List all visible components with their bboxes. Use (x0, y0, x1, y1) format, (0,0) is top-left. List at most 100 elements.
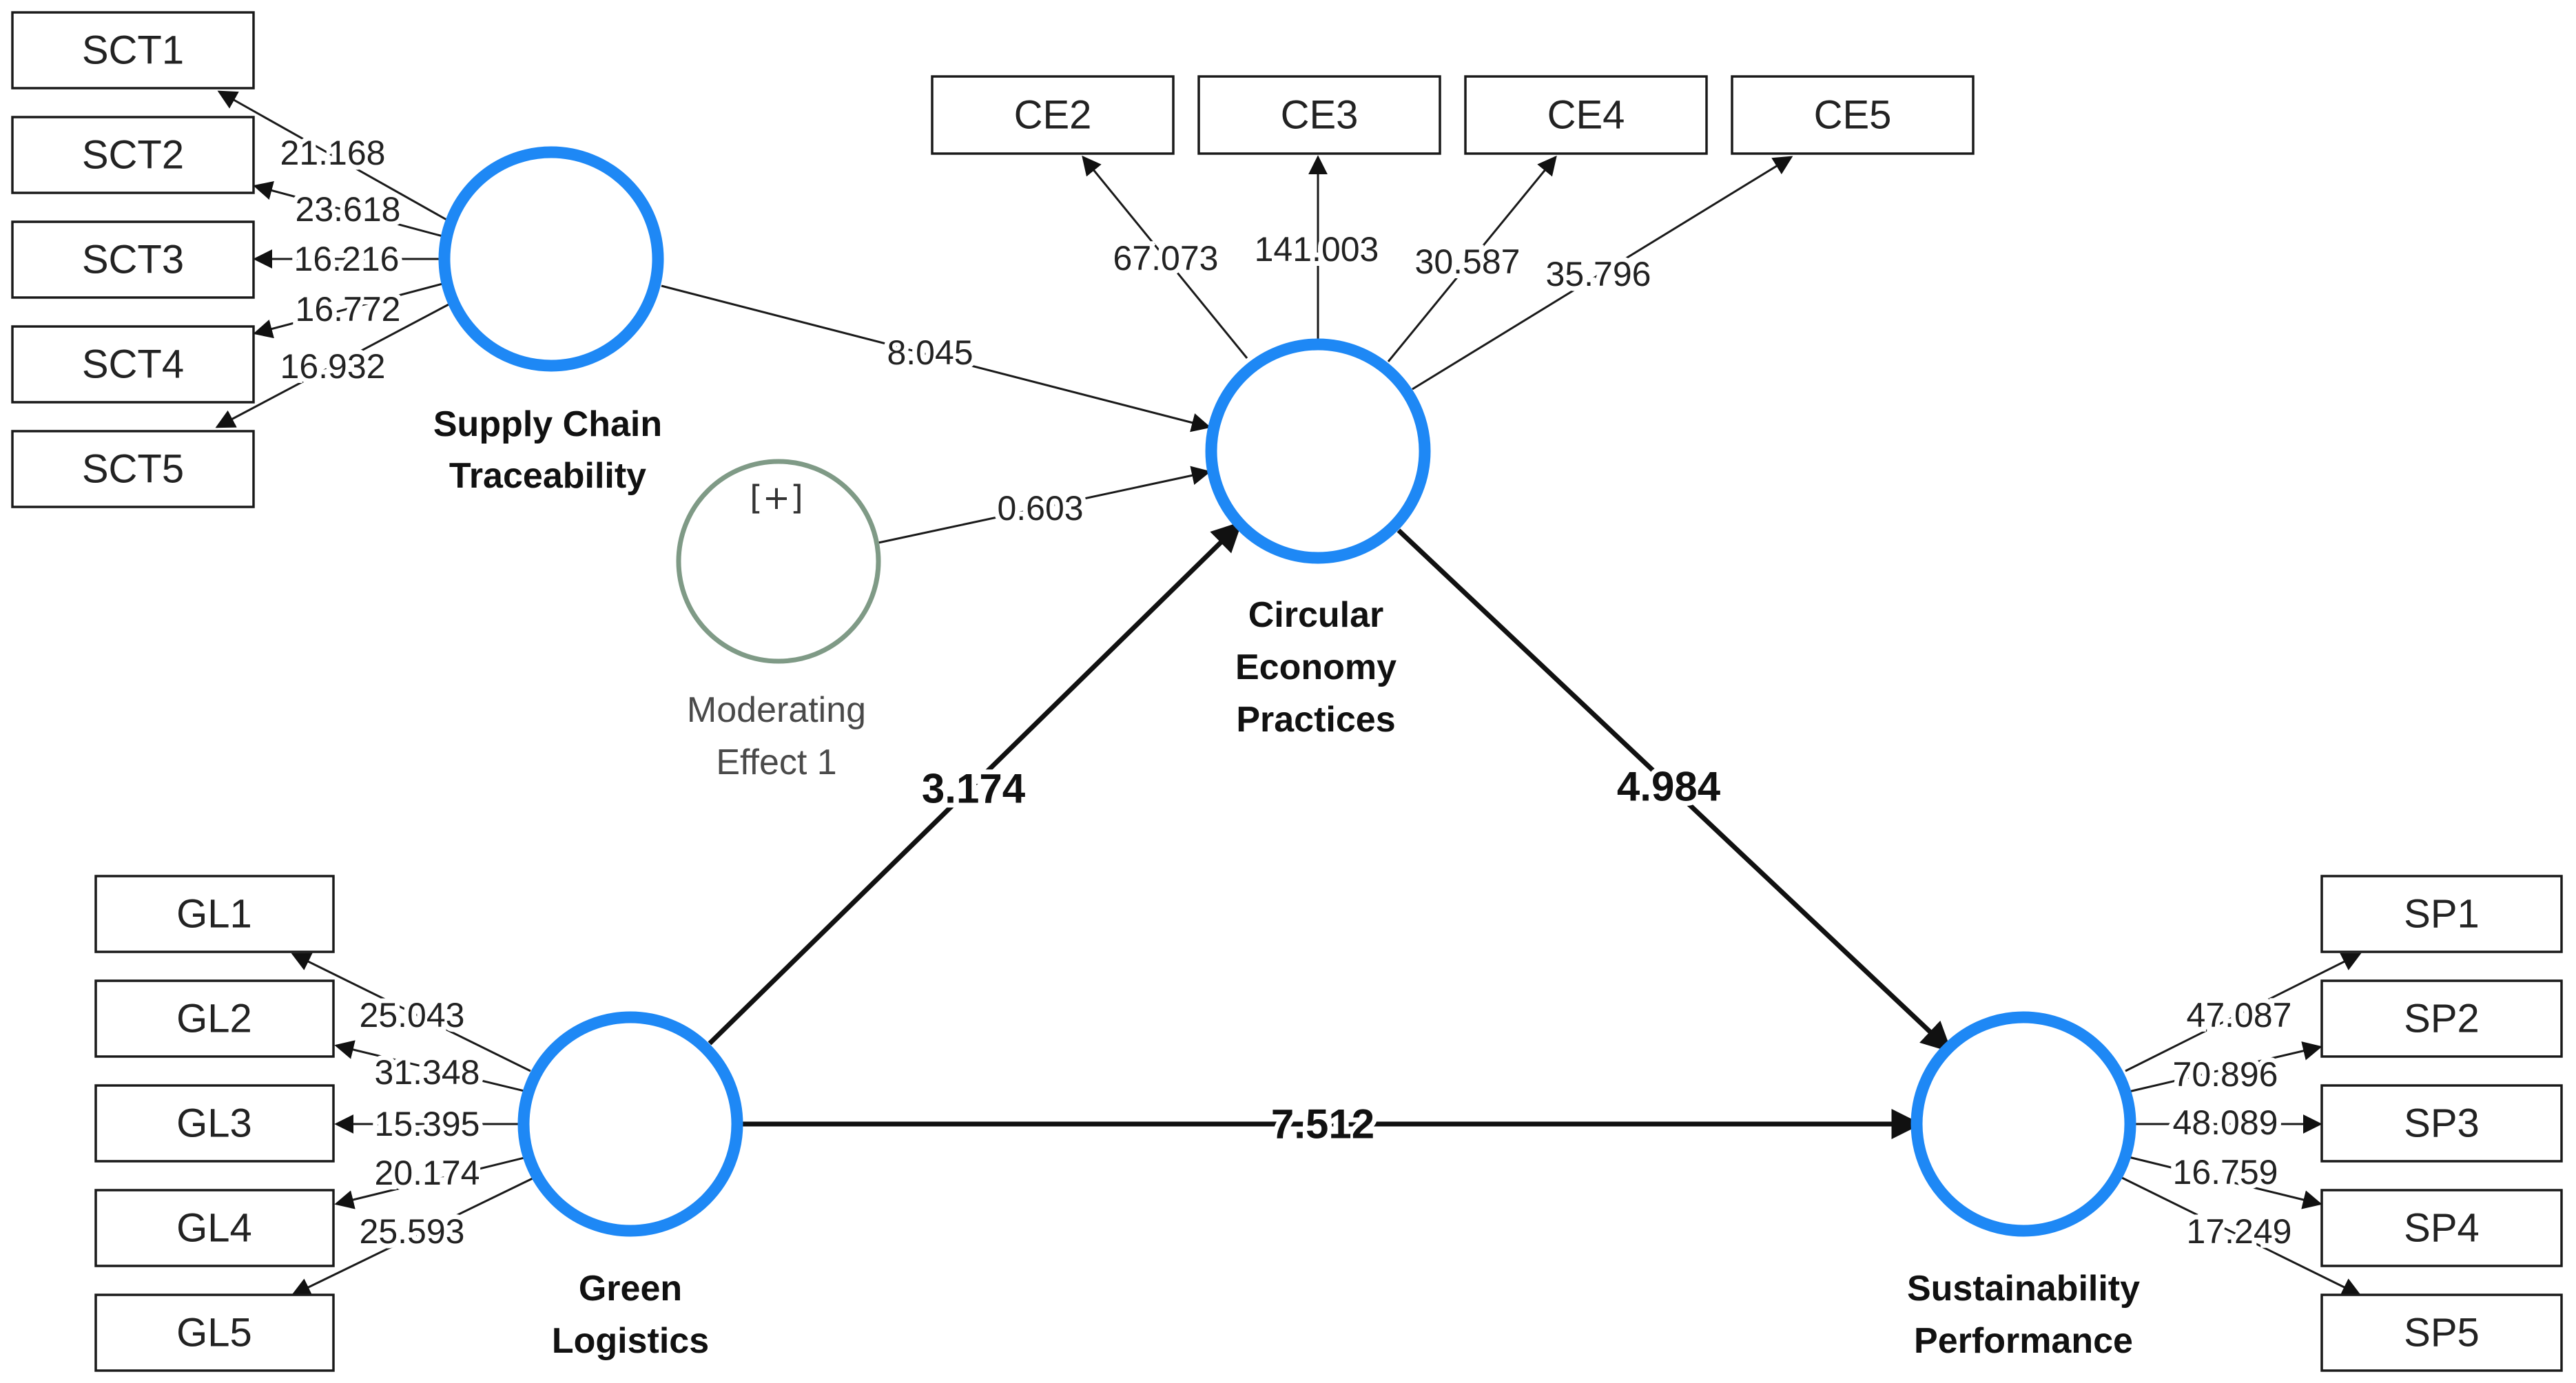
indicator-gl4[interactable]: GL4 (94, 1189, 335, 1267)
gl1-weight: 25.043 (360, 996, 465, 1034)
sp4-loading-arrow (2128, 1156, 2322, 1209)
sct4-weight: 16.772 (296, 290, 401, 329)
indicator-label: GL5 (176, 1311, 252, 1355)
sct4-loading-arrow (253, 281, 449, 339)
sct2-weight: 23.618 (296, 190, 401, 229)
ce5-weight: 35.796 (1546, 255, 1651, 293)
indicator-label: GL1 (176, 892, 252, 937)
indicator-label: SP2 (2404, 997, 2480, 1041)
moderator-label: Effect 1 (716, 742, 836, 782)
path-coef-sct-ce: 8.045 (887, 333, 973, 372)
indicator-sct2[interactable]: SCT2 (11, 116, 255, 194)
ce-outer-model: CE2 CE3 CE4 CE5 67.073 141.003 30.587 35… (931, 75, 1975, 391)
indicator-label: GL2 (176, 997, 252, 1041)
sct1-loading-arrow (217, 90, 449, 222)
sct5-weight: 16.932 (280, 347, 386, 386)
indicator-gl1[interactable]: GL1 (94, 875, 335, 953)
path-coef-ce-sp: 4.984 (1617, 764, 1721, 810)
ce5-loading-arrow (1412, 156, 1793, 391)
sp5-weight: 17.249 (2187, 1212, 2292, 1251)
path-coef-gl-ce: 3.174 (922, 766, 1026, 812)
gl2-loading-arrow (334, 1040, 528, 1093)
sp1-weight: 47.087 (2187, 996, 2292, 1034)
gl4-weight: 20.174 (375, 1154, 480, 1192)
indicator-label: CE4 (1547, 93, 1625, 138)
path-sct-to-ce (661, 284, 1211, 433)
gl5-weight: 25.593 (360, 1212, 465, 1251)
construct-label: Traceability (449, 456, 646, 496)
indicator-sp5[interactable]: SP5 (2320, 1293, 2563, 1372)
construct-label: Supply Chain (433, 404, 662, 444)
indicator-label: SP5 (2404, 1311, 2480, 1355)
sct3-weight: 16.216 (294, 240, 400, 278)
moderator-symbol: [+] (750, 479, 803, 517)
indicator-label: CE3 (1281, 93, 1359, 138)
sp4-weight: 16.759 (2173, 1153, 2278, 1192)
gl5-loading-arrow (291, 1176, 535, 1296)
sct2-loading-arrow (253, 180, 449, 239)
indicator-sct4[interactable]: SCT4 (11, 325, 255, 404)
ce4-weight: 30.587 (1415, 242, 1521, 281)
indicator-gl5[interactable]: GL5 (94, 1293, 335, 1372)
path-ce-to-sp (1397, 528, 1952, 1053)
path-moderator-to-ce (878, 466, 1211, 544)
indicator-ce3[interactable]: CE3 (1197, 75, 1441, 155)
ce3-weight: 141.003 (1255, 230, 1379, 269)
construct-label: Circular (1248, 595, 1384, 635)
ce4-loading-arrow (1387, 155, 1557, 362)
indicator-sp3[interactable]: SP3 (2320, 1084, 2563, 1163)
indicator-label: SCT4 (82, 342, 184, 387)
sp-outer-model: SP1 SP2 SP3 SP4 SP5 47.087 70.896 48.089… (2121, 875, 2563, 1372)
construct-label: Economy (1235, 647, 1397, 687)
gl4-loading-arrow (334, 1156, 528, 1209)
indicator-gl2[interactable]: GL2 (94, 979, 335, 1058)
indicator-sct1[interactable]: SCT1 (11, 11, 255, 90)
ce2-loading-arrow (1082, 155, 1248, 359)
sct-outer-model: SCT1 SCT2 SCT3 SCT4 SCT5 21.168 23.618 1… (11, 11, 452, 508)
sp3-weight: 48.089 (2173, 1103, 2278, 1142)
indicator-label: SP3 (2404, 1101, 2480, 1146)
indicator-gl3[interactable]: GL3 (94, 1084, 335, 1163)
indicator-label: SCT5 (82, 447, 184, 492)
indicator-sp2[interactable]: SP2 (2320, 979, 2563, 1058)
path-coef-gl-sp: 7.512 (1271, 1101, 1374, 1147)
indicator-label: CE5 (1814, 93, 1892, 138)
indicator-ce2[interactable]: CE2 (931, 75, 1175, 155)
construct-sustainability-performance[interactable]: Sustainability Performance (1907, 1011, 2140, 1361)
path-gl-to-ce (708, 521, 1243, 1046)
gl3-weight: 15.395 (375, 1105, 480, 1143)
structural-paths: 8.045 0.603 3.174 4.984 7.512 (661, 284, 1952, 1152)
construct-green-logistics[interactable]: Green Logistics (517, 1011, 743, 1361)
gl2-weight: 31.348 (375, 1053, 480, 1092)
indicator-label: SCT2 (82, 133, 184, 178)
moderator-label: Moderating (687, 690, 866, 730)
sp1-loading-arrow (2125, 953, 2362, 1072)
sp2-weight: 70.896 (2173, 1055, 2278, 1094)
indicator-label: GL4 (176, 1206, 252, 1251)
indicator-label: CE2 (1014, 93, 1092, 138)
indicator-sp1[interactable]: SP1 (2320, 875, 2563, 953)
construct-moderating-effect[interactable]: [+] Moderating Effect 1 (676, 459, 881, 782)
gl-outer-model: GL1 GL2 GL3 GL4 GL5 25.043 31.348 15.395… (94, 875, 535, 1372)
construct-label: Green (579, 1269, 682, 1309)
sp5-loading-arrow (2121, 1176, 2362, 1296)
ce2-weight: 67.073 (1113, 239, 1219, 278)
sct1-weight: 21.168 (280, 134, 386, 172)
indicator-label: GL3 (176, 1101, 252, 1146)
construct-label: Practices (1236, 700, 1395, 740)
path-coef-moderator-ce: 0.603 (997, 489, 1083, 528)
indicator-sct3[interactable]: SCT3 (11, 220, 255, 299)
sct5-loading-arrow (215, 302, 452, 428)
indicator-label: SCT1 (82, 28, 184, 73)
sp2-loading-arrow (2128, 1041, 2322, 1093)
construct-supply-chain-traceability[interactable]: Supply Chain Traceability (433, 146, 664, 496)
indicator-ce4[interactable]: CE4 (1464, 75, 1708, 155)
indicator-sct5[interactable]: SCT5 (11, 430, 255, 508)
construct-label: Sustainability (1907, 1269, 2140, 1309)
construct-circular-economy-practices[interactable]: Circular Economy Practices (1205, 338, 1431, 740)
indicator-ce5[interactable]: CE5 (1731, 75, 1975, 155)
gl1-loading-arrow (291, 953, 531, 1072)
indicator-sp4[interactable]: SP4 (2320, 1189, 2563, 1267)
construct-label: Logistics (552, 1321, 709, 1361)
